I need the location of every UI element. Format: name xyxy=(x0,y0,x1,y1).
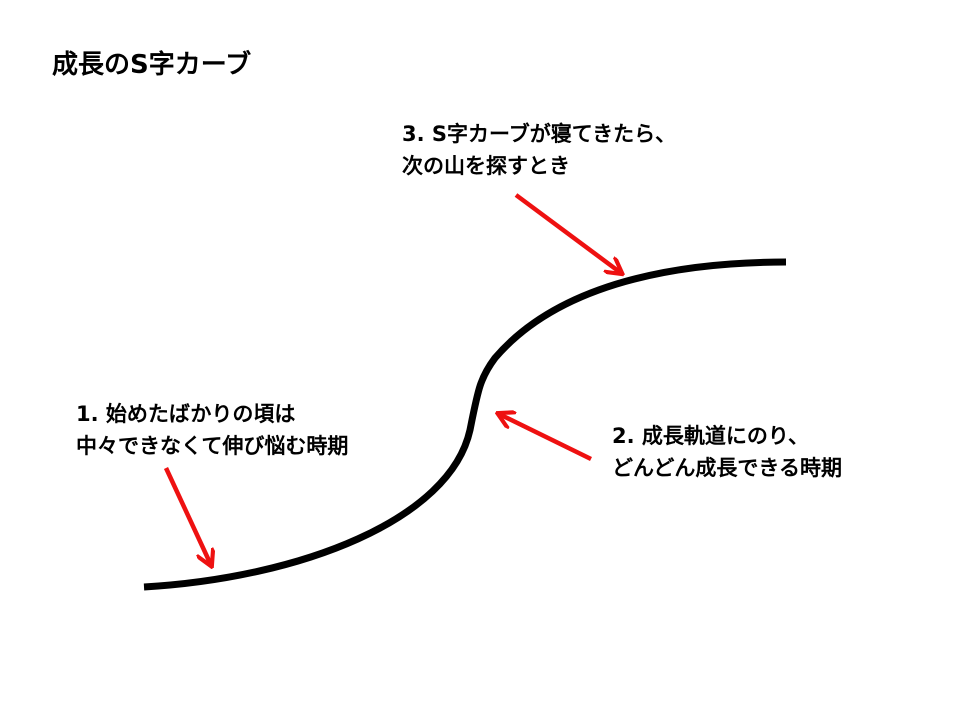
arrow-1 xyxy=(163,467,211,565)
annotation-stage-1-line-1: 1. 始めたばかりの頃は xyxy=(76,402,296,426)
arrow-2 xyxy=(499,414,592,462)
annotation-stage-3-line-1: 3. S字カーブが寝てきたら、 xyxy=(402,122,677,146)
annotation-stage-3: 3. S字カーブが寝てきたら、 次の山を探すとき xyxy=(402,118,676,182)
annotation-stage-3-line-2: 次の山を探すとき xyxy=(402,154,570,178)
annotation-stage-1: 1. 始めたばかりの頃は 中々できなくて伸び悩む時期 xyxy=(76,398,348,462)
arrow-3 xyxy=(514,193,621,273)
annotation-stage-1-line-2: 中々できなくて伸び悩む時期 xyxy=(76,434,349,458)
annotation-stage-2-line-2: どんどん成長できる時期 xyxy=(612,456,842,480)
annotation-stage-2-line-1: 2. 成長軌道にのり、 xyxy=(612,424,810,448)
annotation-stage-2: 2. 成長軌道にのり、 どんどん成長できる時期 xyxy=(612,420,842,484)
growth-s-curve xyxy=(143,258,787,591)
slide-title: 成長のS字カーブ xyxy=(52,50,252,80)
